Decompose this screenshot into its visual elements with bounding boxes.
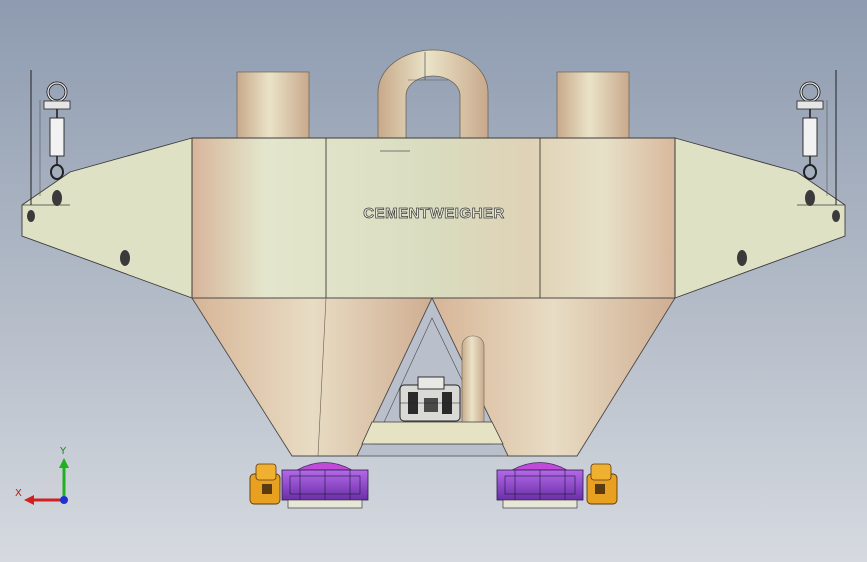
cement-weigher-engraving: CEMENTWEIGHER <box>363 205 505 222</box>
main-weigh-box <box>191 137 676 299</box>
right-vibrator-icon <box>586 463 618 505</box>
y-axis-label: Y <box>59 446 67 457</box>
left-lifting-eye-icon <box>30 70 71 205</box>
right-outlet-valve <box>496 462 584 509</box>
right-lifting-eye-icon <box>796 70 837 205</box>
orientation-triad: Y X <box>15 446 69 505</box>
vibration-motor-icon <box>399 376 461 422</box>
left-wing-plate <box>21 137 193 299</box>
left-vibrator-icon <box>249 463 281 505</box>
right-inlet-pipe <box>556 71 630 143</box>
left-inlet-pipe <box>236 71 310 143</box>
u-bend-vent-pipe <box>377 49 489 141</box>
right-wing-plate <box>674 137 846 299</box>
motor-shelf <box>361 421 504 445</box>
left-outlet-valve <box>281 462 369 509</box>
x-axis-label: X <box>15 488 22 499</box>
